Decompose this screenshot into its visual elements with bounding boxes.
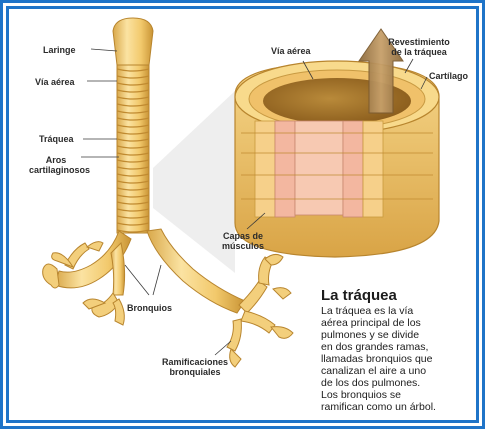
label-capas-line1: Capas de bbox=[217, 231, 269, 241]
label-aros-line2: cartilaginosos bbox=[29, 165, 83, 175]
label-revestimiento-line1: Revestimiento bbox=[385, 37, 453, 47]
caption-line: pulmones y se divide bbox=[321, 329, 485, 341]
caption-line: Los bronquios se bbox=[321, 389, 485, 401]
caption-text: La tráquea es la vía aérea principal de … bbox=[321, 305, 485, 413]
label-ramificaciones: Ramificaciones bronquiales bbox=[153, 357, 237, 377]
label-aros: Aros cartilaginosos bbox=[29, 155, 83, 175]
label-capas-line2: músculos bbox=[217, 241, 269, 251]
label-revestimiento: Revestimiento de la tráquea bbox=[385, 37, 453, 57]
label-traquea: Tráquea bbox=[39, 134, 74, 144]
label-laringe: Laringe bbox=[43, 45, 76, 55]
label-ramificaciones-line2: bronquiales bbox=[153, 367, 237, 377]
caption-line: en dos grandes ramas, bbox=[321, 341, 485, 353]
caption-title: La tráquea bbox=[321, 287, 397, 304]
label-revestimiento-line2: de la tráquea bbox=[385, 47, 453, 57]
larynx-shape bbox=[113, 18, 153, 68]
label-aros-line1: Aros bbox=[29, 155, 83, 165]
label-cartilago: Cartílago bbox=[429, 71, 468, 81]
caption-line: aérea principal de los bbox=[321, 317, 485, 329]
label-via-aerea-right: Vía aérea bbox=[271, 46, 311, 56]
label-bronquios: Bronquios bbox=[127, 303, 172, 313]
trachea-cross-section bbox=[235, 61, 439, 257]
left-lower-branch bbox=[111, 243, 125, 295]
label-via-aerea-left: Vía aérea bbox=[35, 77, 75, 87]
label-capas: Capas de músculos bbox=[217, 231, 269, 251]
caption-line: canalizan el aire a uno bbox=[321, 365, 485, 377]
trachea-tube bbox=[117, 65, 149, 233]
caption-line: de los dos pulmones. bbox=[321, 377, 485, 389]
label-ramificaciones-line1: Ramificaciones bbox=[153, 357, 237, 367]
caption-line: ramifican como un árbol. bbox=[321, 401, 485, 413]
caption-line: La tráquea es la vía bbox=[321, 305, 485, 317]
caption-line: llamadas bronquios que bbox=[321, 353, 485, 365]
